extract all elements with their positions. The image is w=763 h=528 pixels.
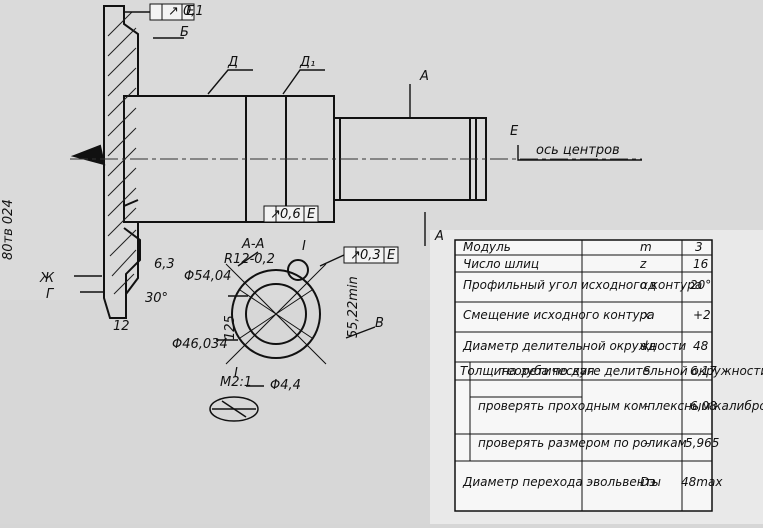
table-row-5-label: Диаметр делительной окружности <box>462 339 686 353</box>
table-row-6-label: Толщина зуба по дуге делительной окружно… <box>460 364 763 378</box>
table-row-7-value: 6,08 <box>690 399 717 413</box>
label-v: В <box>375 316 384 331</box>
axis-label: ось центров <box>536 143 620 158</box>
label-a-bottom: А <box>434 229 444 244</box>
table-row-9-value: 48max <box>681 475 723 489</box>
table-row-9-symbol: Dэ <box>640 475 656 489</box>
hatching <box>107 11 137 295</box>
table-row-2-label: Число шлиц <box>463 257 539 271</box>
frame-middle-symbol: ↗ <box>350 248 361 263</box>
detail-view <box>209 396 259 422</box>
table-row-1-label: Модуль <box>463 240 511 254</box>
table-row-6-sublabel: теоретическая <box>500 364 594 378</box>
dimension-125: 125 <box>223 315 238 340</box>
spec-table <box>454 239 713 512</box>
table-row-5-value: 48 <box>693 339 709 353</box>
table-row-5-symbol: dд <box>640 339 656 353</box>
table-row-6-value: 6,17 <box>690 364 717 378</box>
label-i-top: I <box>302 239 306 254</box>
table-row-2-symbol: z <box>639 257 647 271</box>
label-g: Г <box>46 287 55 302</box>
frame-bottom-symbol: ↗ <box>270 207 281 222</box>
table-row-7-symbol: – <box>644 399 650 413</box>
section-view <box>225 259 327 365</box>
dimension-54: Φ54,04 <box>184 269 231 284</box>
scale-label: М2:1 <box>220 375 252 390</box>
label-zh: Ж <box>39 271 55 286</box>
dimension-44: Φ4,4 <box>270 378 301 393</box>
frame-bottom-ref: Е <box>307 207 316 222</box>
spec-table-text: Модуль m 3 Число шлиц z 16 Профильный уг… <box>460 240 763 489</box>
table-row-3-label: Профильный угол исходного контура <box>463 278 702 292</box>
label-e: Е <box>510 124 519 139</box>
table-row-3-symbol: αд <box>640 278 656 292</box>
table-row-6-symbol: S <box>643 364 651 378</box>
label-a-top: А <box>419 69 429 84</box>
table-row-4-label: Смещение исходного контура <box>463 308 655 322</box>
leaders <box>74 11 642 387</box>
table-row-3-value: 20° <box>690 278 711 292</box>
dimension-46: Φ46,034 <box>172 337 228 352</box>
label-b: Б <box>180 25 189 40</box>
frame-top-ref: Е <box>186 4 195 19</box>
table-row-1-symbol: m <box>640 240 652 254</box>
table-row-8-sublabel: проверять размером по роликам <box>478 436 687 450</box>
frame-top-value: 0,1 <box>183 4 204 19</box>
label-d1: Д₁ <box>299 55 315 70</box>
table-row-2-value: 16 <box>693 257 709 271</box>
table-row-9-label: Диаметр перехода эвольвенты <box>462 475 661 489</box>
section-label: А-А <box>241 237 264 252</box>
table-row-8-value: 5,965 <box>685 436 719 450</box>
frame-bottom <box>263 205 319 223</box>
vertical-dimension: 80тв 024 <box>1 199 16 260</box>
dimension-r: R12-0,2 <box>224 252 275 267</box>
label-i-bottom: I <box>234 366 238 381</box>
table-row-4-value: +2 <box>693 308 711 322</box>
angle-label: 30° <box>145 291 168 306</box>
lower-left-panel <box>0 300 430 524</box>
frame-bottom-value: 0,6 <box>280 207 301 222</box>
dimension-12: 12 <box>113 319 130 334</box>
table-row-4-symbol: x <box>642 308 651 322</box>
table-row-1-value: 3 <box>695 240 703 254</box>
frame-middle-value: 0,3 <box>360 248 381 263</box>
roughness-label: 6,3 <box>154 257 175 272</box>
frame-middle-ref: Е <box>387 248 396 263</box>
table-row-7-sublabel: проверять проходным комплексным калибром <box>478 399 763 413</box>
dimension-side: 55,22min <box>346 276 361 338</box>
table-row-8-symbol: – <box>644 436 650 450</box>
label-d: Д <box>227 55 238 70</box>
frame-top-symbol: ↗ <box>168 4 179 19</box>
